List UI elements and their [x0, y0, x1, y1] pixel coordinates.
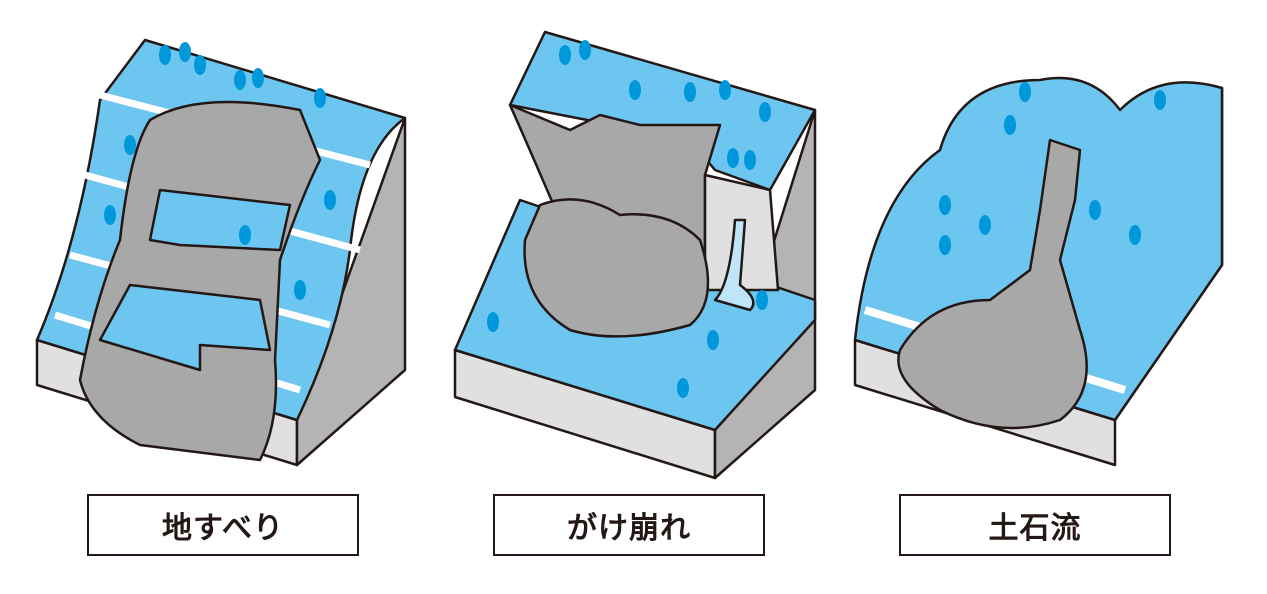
slid-block: [98, 283, 272, 372]
debris-channel: [897, 138, 1088, 430]
label-landslide: 地すべり: [87, 494, 359, 556]
label-debris-flow: 土石流: [899, 494, 1171, 556]
label-slope-failure: がけ崩れ: [493, 494, 765, 556]
stream: [713, 218, 755, 312]
landslide-scarp: [78, 100, 322, 462]
landslide-block: [35, 38, 407, 467]
debris-pile: [523, 198, 710, 338]
water-drops: [104, 40, 1166, 398]
slid-block-upper: [148, 188, 292, 252]
debris-flow-block: [853, 76, 1224, 467]
side-face: [295, 116, 407, 467]
